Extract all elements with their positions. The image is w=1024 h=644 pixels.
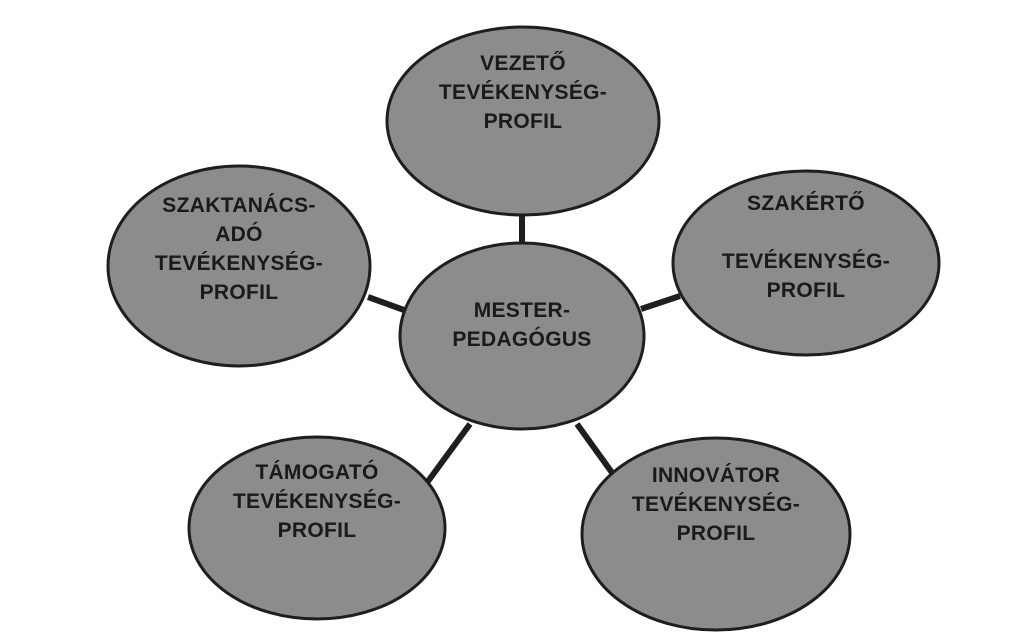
- connector-lower-right: [574, 422, 616, 476]
- node-innovator: INNOVÁTOR TEVÉKENYSÉG- PROFIL: [580, 436, 852, 632]
- node-szaktanacsado-ellipse: [106, 164, 372, 368]
- connector-upper-right: [640, 293, 681, 312]
- label-line: PROFIL: [677, 522, 756, 545]
- node-innovator-ellipse: [580, 436, 852, 632]
- label-line: TEVÉKENYSÉG-: [722, 250, 890, 273]
- node-szakerto-label: SZAKÉRTŐ TEVÉKENYSÉG- PROFIL: [722, 192, 890, 302]
- node-szakerto-ellipse: [671, 169, 941, 357]
- node-szaktanacsado-label: SZAKTANÁCS- ADÓ TEVÉKENYSÉG- PROFIL: [155, 194, 323, 304]
- label-line: TEVÉKENYSÉG-: [439, 81, 607, 104]
- label-line: TÁMOGATÓ: [255, 460, 378, 484]
- node-vezeto-label: VEZETŐ TEVÉKENYSÉG- PROFIL: [439, 52, 607, 133]
- node-tamogato-label: TÁMOGATÓ TEVÉKENYSÉG- PROFIL: [233, 460, 401, 542]
- label-line: [803, 221, 809, 244]
- label-line: SZAKÉRTŐ: [747, 192, 865, 215]
- connector-upper-left: [366, 294, 406, 313]
- label-line: TEVÉKENYSÉG-: [233, 490, 401, 513]
- node-vezeto-ellipse: [385, 25, 661, 217]
- label-line: MESTER-: [474, 299, 571, 322]
- label-line: INNOVÁTOR: [652, 464, 780, 487]
- node-tamogato-ellipse: [187, 435, 447, 621]
- node-center-label: MESTER- PEDAGÓGUS: [452, 299, 591, 351]
- label-line: PEDAGÓGUS: [452, 327, 591, 351]
- node-tamogato: TÁMOGATÓ TEVÉKENYSÉG- PROFIL: [187, 435, 447, 621]
- node-center-ellipse: [398, 241, 646, 431]
- node-szakerto: SZAKÉRTŐ TEVÉKENYSÉG- PROFIL: [671, 169, 941, 357]
- label-line: PROFIL: [200, 281, 279, 304]
- node-innovator-label: INNOVÁTOR TEVÉKENYSÉG- PROFIL: [632, 464, 800, 545]
- label-line: ADÓ: [215, 222, 263, 246]
- label-line: TEVÉKENYSÉG-: [155, 252, 323, 275]
- label-line: SZAKTANÁCS-: [162, 194, 315, 217]
- label-line: PROFIL: [278, 519, 357, 542]
- node-szaktanacsado: SZAKTANÁCS- ADÓ TEVÉKENYSÉG- PROFIL: [106, 164, 372, 368]
- node-mester-pedagogus: MESTER- PEDAGÓGUS: [398, 241, 646, 431]
- connector-lower-left: [423, 422, 473, 486]
- label-line: PROFIL: [484, 110, 563, 133]
- label-line: PROFIL: [767, 279, 846, 302]
- label-line: VEZETŐ: [480, 52, 566, 75]
- node-vezeto: VEZETŐ TEVÉKENYSÉG- PROFIL: [385, 25, 661, 217]
- label-line: TEVÉKENYSÉG-: [632, 493, 800, 516]
